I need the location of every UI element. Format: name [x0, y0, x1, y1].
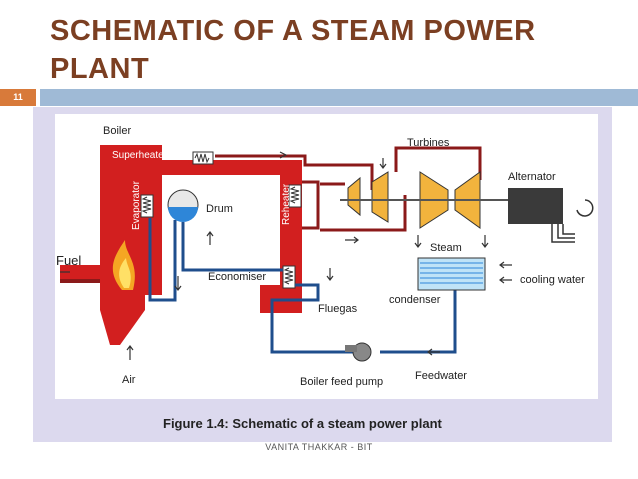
label-air: Air [122, 374, 136, 386]
fuel-inlet-stripe [60, 279, 106, 283]
water-pipe-evaporator [148, 218, 177, 302]
label-evaporator: Evaporator [131, 180, 142, 230]
label-feedwater: Feedwater [415, 370, 467, 382]
steam-pipe-to-lp [394, 146, 482, 180]
label-cooling-water: cooling water [520, 274, 585, 286]
label-alternator: Alternator [508, 171, 556, 183]
label-steam: Steam [430, 242, 462, 254]
label-drum: Drum [206, 203, 233, 215]
steam-pipe-superheater [215, 154, 374, 190]
title-underline-bar [40, 89, 638, 106]
drum-water [168, 207, 198, 222]
figure-caption: Figure 1.4: Schematic of a steam power p… [163, 416, 443, 431]
boiler-flame-inner [119, 258, 131, 288]
water-pipe-economiser [181, 222, 283, 272]
fuel-inlet-pipe [60, 265, 106, 279]
label-fuel: Fuel [56, 253, 81, 268]
superheater-coil [192, 151, 214, 165]
alternator-wires [551, 224, 575, 243]
alternator [508, 188, 563, 224]
evaporator-coil-zigzag [141, 196, 152, 214]
flow-arrows [60, 151, 512, 360]
reheater-coil-zigzag [289, 186, 300, 204]
hp-turbine-b [371, 171, 389, 223]
rotation-arrow-icon [576, 199, 594, 217]
water-pipe-condensate [380, 290, 457, 354]
steam-pipe-reheat-out [320, 182, 407, 232]
label-turbines: Turbines [407, 137, 450, 149]
slide-footer: VANITA THAKKAR - BIT [265, 442, 373, 452]
page-number: 11 [0, 89, 36, 106]
label-condenser: condenser [389, 294, 441, 306]
label-boiler-feed-pump: Boiler feed pump [300, 376, 383, 388]
economiser-coil-zigzag [283, 267, 294, 285]
label-reheater: Reheater [281, 183, 292, 225]
label-economiser: Economiser [208, 271, 266, 283]
slide-title: SCHEMATIC OF A STEAM POWER PLANT [50, 15, 536, 85]
steam-pipe-reheat-loop [302, 180, 320, 230]
condenser-tubes [420, 262, 483, 284]
boiler-feed-pump-outlet [345, 345, 357, 352]
superheater-coil-zigzag [194, 152, 210, 164]
label-superheater: Superheater [112, 150, 168, 161]
label-boiler: Boiler [103, 125, 131, 137]
label-fluegas: Fluegas [318, 303, 358, 315]
water-pipe-feed [270, 283, 355, 354]
